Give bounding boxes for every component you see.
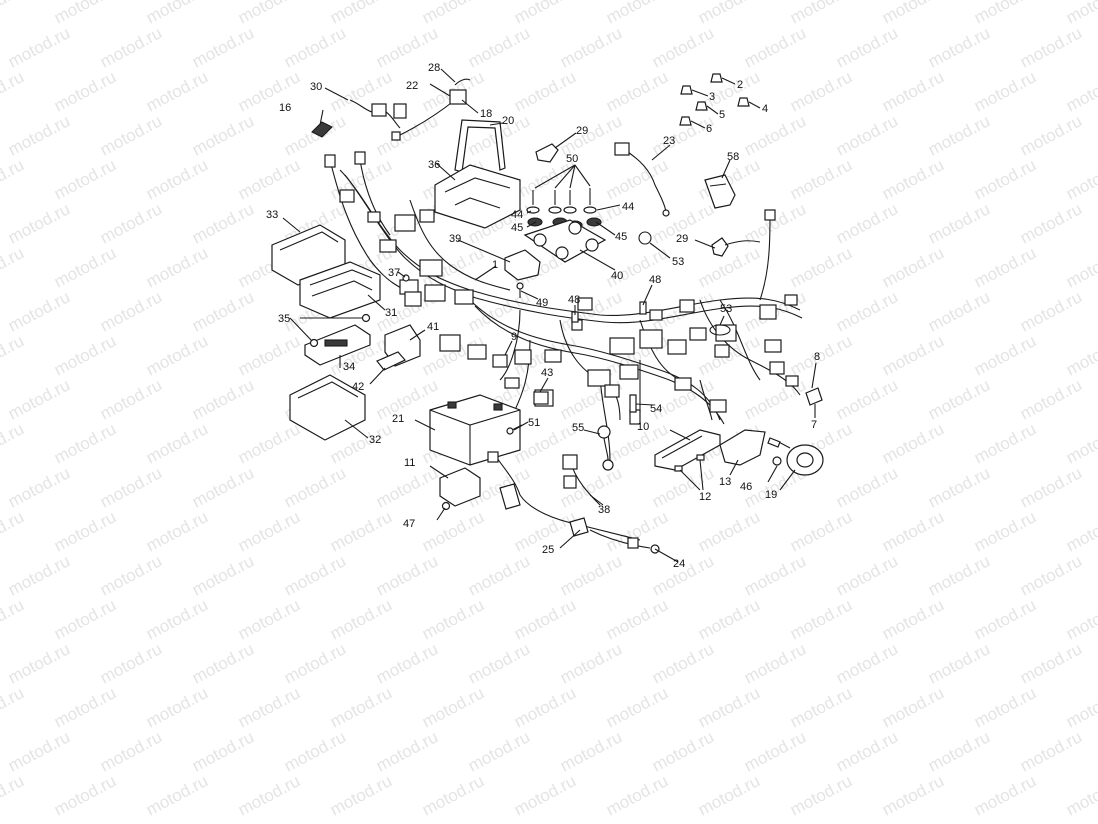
callout-11: 11 [404, 457, 415, 469]
part-32-module [289, 374, 366, 441]
part-24-earth-lead [589, 529, 660, 554]
callout-55: 55 [572, 422, 584, 434]
callout-35: 35 [278, 313, 290, 325]
part-bulbs-2-6 [679, 73, 750, 126]
callout-20: 20 [502, 115, 514, 127]
callout-34: 34 [343, 361, 355, 373]
callout-labels: 1 2 3 4 5 6 7 8 9 10 11 12 13 16 18 19 2… [266, 62, 820, 570]
callout-19: 19 [765, 489, 777, 501]
part-36-fuse-box [434, 164, 521, 229]
callout-6: 6 [706, 123, 712, 135]
callout-53-upper: 53 [672, 256, 684, 268]
callout-39: 39 [449, 233, 461, 245]
part-40-mounting-plate [523, 219, 607, 263]
callout-12: 12 [699, 491, 711, 503]
callout-48-lower: 48 [568, 294, 580, 306]
callout-2: 2 [737, 79, 743, 91]
callout-9: 9 [511, 331, 517, 343]
part-39-sensor [504, 249, 541, 281]
callout-33: 33 [266, 209, 278, 221]
callout-24: 24 [673, 558, 685, 570]
part-20-bracket [454, 119, 506, 173]
part-16-fuse [311, 121, 333, 138]
callout-43: 43 [541, 367, 553, 379]
part-13-cover [719, 429, 766, 466]
callout-29-front: 29 [576, 125, 588, 137]
callout-21: 21 [392, 413, 404, 425]
callout-10: 10 [637, 421, 649, 433]
callout-13: 13 [719, 476, 731, 488]
callout-45-left: 45 [511, 222, 523, 234]
part-19-horn [767, 437, 824, 476]
callout-30: 30 [310, 81, 322, 93]
part-8-connector [785, 375, 799, 387]
callout-36: 36 [428, 159, 440, 171]
callout-45-right: 45 [615, 231, 627, 243]
callout-22: 22 [406, 80, 418, 92]
callout-41: 41 [427, 321, 439, 333]
part-42-clip [376, 351, 406, 371]
part-47-screw [441, 501, 451, 511]
part-21-battery [429, 394, 521, 466]
callout-1: 1 [492, 259, 498, 271]
part-58-boot [704, 174, 736, 209]
part-31-ecu [299, 261, 381, 319]
callout-51: 51 [528, 417, 540, 429]
callout-49: 49 [536, 297, 548, 309]
part-46-bolt [772, 456, 782, 466]
callout-50: 50 [566, 153, 578, 165]
callout-18: 18 [480, 108, 492, 120]
part-44-washers [526, 206, 597, 214]
part-35-screw [309, 313, 371, 348]
callout-44-left: 44 [511, 209, 523, 221]
leader-lines [282, 68, 817, 563]
callout-25: 25 [542, 544, 554, 556]
part-10-regulator [654, 429, 721, 471]
callout-16: 16 [279, 102, 291, 114]
part-54-tie [629, 394, 637, 413]
part-55-sensor [597, 425, 614, 471]
callout-5: 5 [719, 109, 725, 121]
callout-7: 7 [811, 419, 817, 431]
callout-3: 3 [709, 91, 715, 103]
part-43-connector [533, 391, 549, 405]
callout-42: 42 [352, 381, 364, 393]
part-11-relay [439, 467, 481, 507]
callout-31: 31 [385, 307, 397, 319]
callout-44-right: 44 [622, 201, 634, 213]
callout-32: 32 [369, 434, 381, 446]
callout-46: 46 [740, 481, 752, 493]
part-7-switch [805, 387, 823, 406]
part-49-screw [516, 282, 524, 298]
callout-38: 38 [598, 504, 610, 516]
callout-40: 40 [611, 270, 623, 282]
part-34-bracket [304, 324, 371, 366]
callout-29-rear: 29 [676, 233, 688, 245]
part-23-sensor-lead [614, 142, 670, 217]
part-38-sensor [562, 454, 601, 506]
callout-23: 23 [663, 135, 675, 147]
callout-48-upper: 48 [649, 274, 661, 286]
part-30-sensor-lead [349, 99, 407, 129]
part-29-sensor-front [535, 143, 559, 163]
callout-4: 4 [762, 103, 768, 115]
callout-8: 8 [814, 351, 820, 363]
callout-28: 28 [428, 62, 440, 74]
callout-58: 58 [727, 151, 739, 163]
callout-47: 47 [403, 518, 415, 530]
callout-54: 54 [650, 403, 662, 415]
part-50-bolts [532, 188, 591, 205]
part-25-battery-lead [487, 451, 641, 541]
part-29-sensor-rear [711, 237, 761, 257]
callout-37: 37 [388, 267, 400, 279]
callout-53-lower: 53 [720, 303, 732, 315]
